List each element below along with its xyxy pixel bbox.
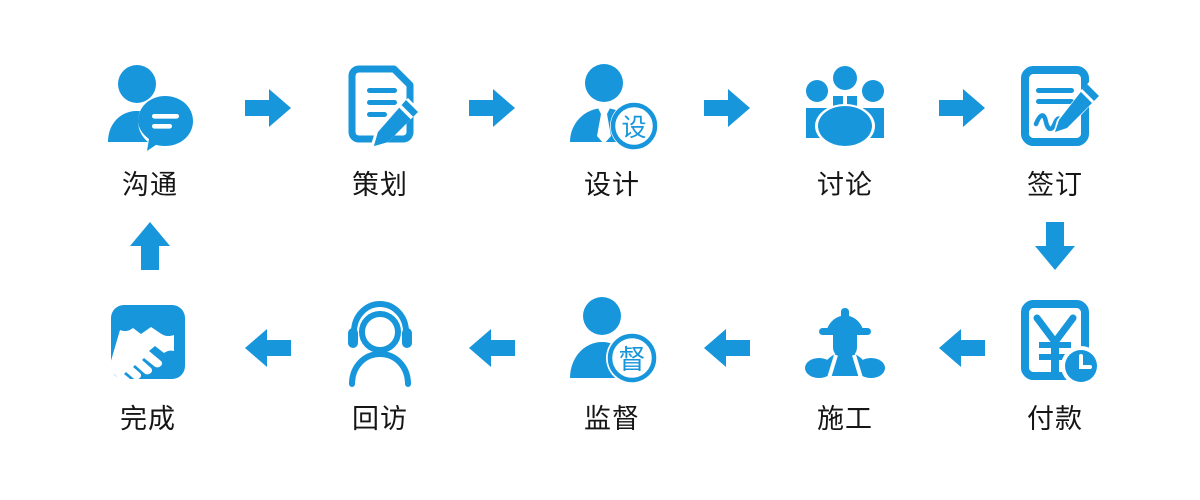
person-badge-icon: 督 <box>562 292 662 392</box>
arrow-right-icon <box>932 78 992 138</box>
contract-signature-icon <box>1005 58 1105 158</box>
person-suit-badge-icon: 设 <box>562 58 662 158</box>
yen-invoice-clock-icon <box>1005 292 1105 392</box>
step-label-3: 设计 <box>584 170 640 201</box>
arrow-left-icon <box>932 318 992 378</box>
arrow-left-icon <box>238 318 298 378</box>
arrow-left-icon <box>462 318 522 378</box>
step-label-9: 回访 <box>352 404 408 435</box>
step-node-6[interactable]: 付款 <box>975 292 1135 433</box>
badge-char-du: 督 <box>619 345 646 376</box>
step-label-10: 完成 <box>120 404 176 435</box>
step-label-7: 施工 <box>817 404 873 435</box>
step-node-5[interactable]: 签订 <box>975 58 1135 199</box>
step-node-8[interactable]: 督 监督 <box>532 292 692 433</box>
arrow-left-icon <box>697 318 757 378</box>
step-node-4[interactable]: 讨论 <box>765 58 925 199</box>
person-speech-bubble-icon <box>100 58 200 158</box>
step-node-2[interactable]: 策划 <box>300 58 460 199</box>
step-node-7[interactable]: 施工 <box>765 292 925 433</box>
handshake-square-icon <box>98 292 198 392</box>
document-pencil-icon <box>330 58 430 158</box>
arrow-right-icon <box>697 78 757 138</box>
headset-person-icon <box>330 292 430 392</box>
construction-worker-icon <box>795 292 895 392</box>
step-label-8: 监督 <box>584 404 640 435</box>
arrow-down-icon <box>1025 216 1085 276</box>
step-label-2: 策划 <box>352 170 408 201</box>
badge-char-she: 设 <box>621 113 646 142</box>
arrow-up-icon <box>120 216 180 276</box>
arrow-right-icon <box>462 78 522 138</box>
arrow-right-icon <box>238 78 298 138</box>
step-node-1[interactable]: 沟通 <box>70 58 230 199</box>
step-label-6: 付款 <box>1027 404 1083 435</box>
step-node-3[interactable]: 设 设计 <box>532 58 692 199</box>
step-label-5: 签订 <box>1027 170 1083 201</box>
step-label-4: 讨论 <box>817 170 873 201</box>
group-meeting-icon <box>795 58 895 158</box>
step-node-10[interactable]: 完成 <box>68 292 228 433</box>
step-label-1: 沟通 <box>122 170 178 201</box>
step-node-9[interactable]: 回访 <box>300 292 460 433</box>
